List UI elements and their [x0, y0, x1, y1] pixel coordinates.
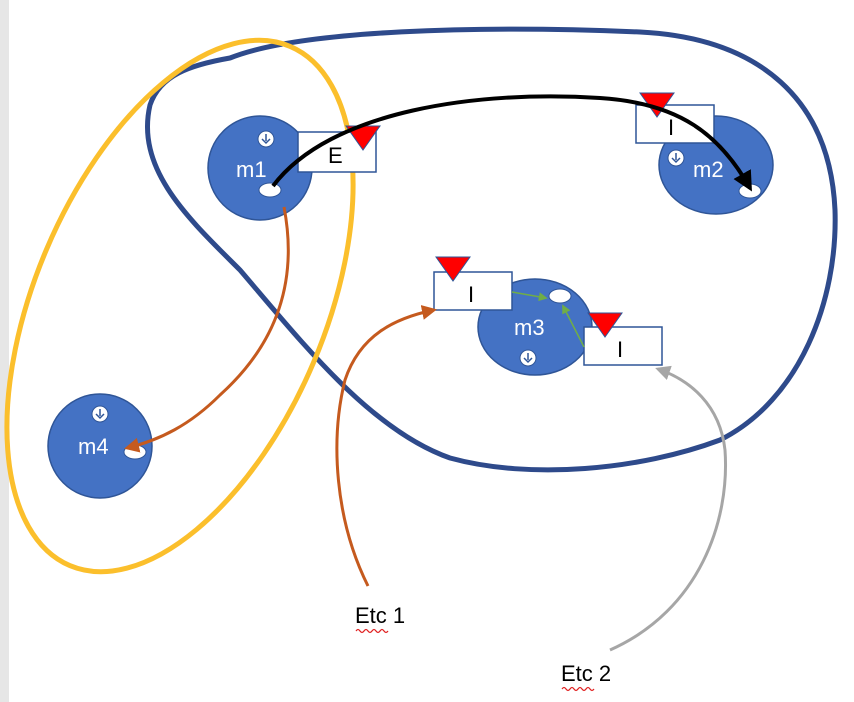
note-label: Etc 1: [355, 603, 405, 628]
arrow-m1-to-m2: [271, 94, 752, 192]
group-outline-yellow: [4, 37, 356, 575]
note-etc1: Etc 1: [355, 603, 405, 634]
node-label: m3: [514, 315, 545, 340]
tag-label: I: [617, 337, 623, 362]
left-border: [0, 0, 9, 702]
arrow-green-left: [511, 291, 548, 302]
node-m4[interactable]: m4: [47, 393, 153, 499]
node-label: m4: [78, 434, 109, 459]
node-label: m1: [236, 157, 267, 182]
arrow-etc2-to-m3: [609, 365, 728, 652]
group-outline-navy: [145, 26, 838, 473]
node-m1[interactable]: m1: [207, 115, 313, 221]
tag-box-m3-left[interactable]: I: [433, 256, 513, 311]
arrow-green-right: [562, 304, 585, 348]
marker-triangle-icon: [587, 312, 623, 338]
tag-box-m2[interactable]: I: [635, 92, 715, 144]
note-label: Etc 2: [561, 661, 611, 686]
tag-label: E: [328, 143, 343, 168]
arrow-m1-to-m4: [124, 206, 290, 453]
spellcheck-squiggle: [355, 628, 389, 634]
tag-label: I: [468, 282, 474, 307]
spellcheck-squiggle: [561, 686, 595, 692]
port-oval: [258, 182, 282, 198]
tag-label: I: [668, 115, 674, 140]
marker-triangle-icon: [435, 256, 471, 282]
arrow-etc1-to-m3: [335, 305, 437, 587]
note-etc2: Etc 2: [561, 661, 611, 692]
tag-box-m3-right[interactable]: I: [583, 312, 663, 366]
node-label: m2: [693, 157, 724, 182]
port-oval: [548, 288, 572, 304]
tag-box-m1[interactable]: E: [297, 125, 381, 173]
